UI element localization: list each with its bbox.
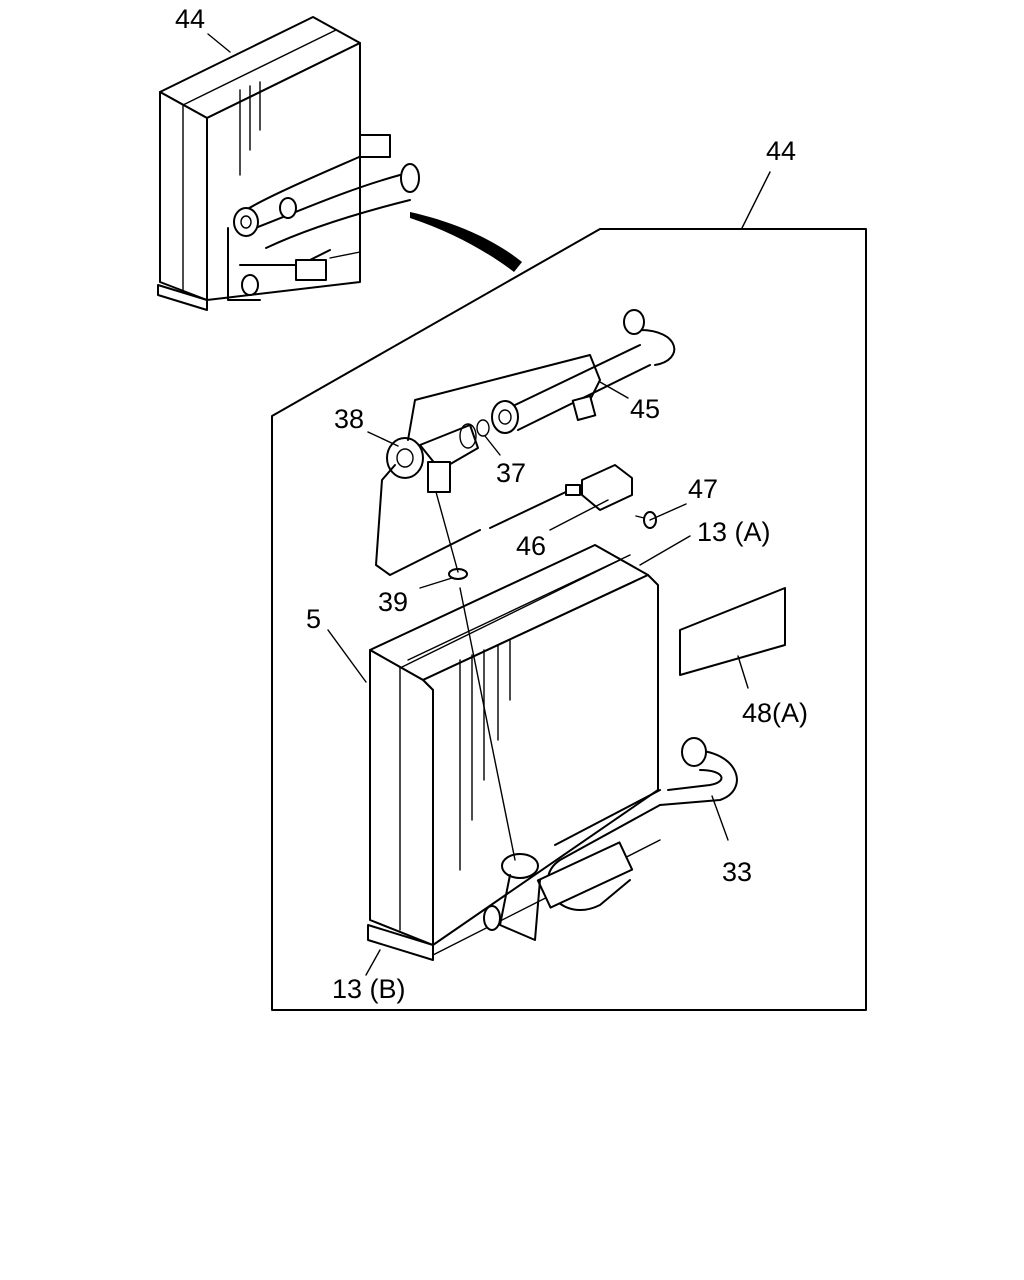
callout-44-detail: 44 bbox=[766, 136, 796, 166]
callout-37: 37 bbox=[496, 458, 526, 488]
callout-5: 5 bbox=[306, 604, 321, 634]
overview-evaporator-assembly bbox=[157, 16, 420, 311]
callout-33: 33 bbox=[722, 857, 752, 887]
callout-46: 46 bbox=[516, 531, 546, 561]
callout-leaders bbox=[207, 33, 771, 976]
callout-47: 47 bbox=[688, 474, 718, 504]
callout-labels: 44 44 45 38 37 47 46 13 (A) 39 5 48(A) 3… bbox=[175, 4, 808, 1004]
detail-parts bbox=[367, 309, 786, 961]
callout-39: 39 bbox=[378, 587, 408, 617]
transition-arrow bbox=[410, 212, 522, 272]
detail-frame bbox=[271, 228, 867, 1011]
callout-13b: 13 (B) bbox=[332, 974, 406, 1004]
callout-38: 38 bbox=[334, 404, 364, 434]
callout-13a: 13 (A) bbox=[697, 517, 771, 547]
callout-44-overview: 44 bbox=[175, 4, 205, 34]
callout-45: 45 bbox=[630, 394, 660, 424]
callout-48a: 48(A) bbox=[742, 698, 808, 728]
